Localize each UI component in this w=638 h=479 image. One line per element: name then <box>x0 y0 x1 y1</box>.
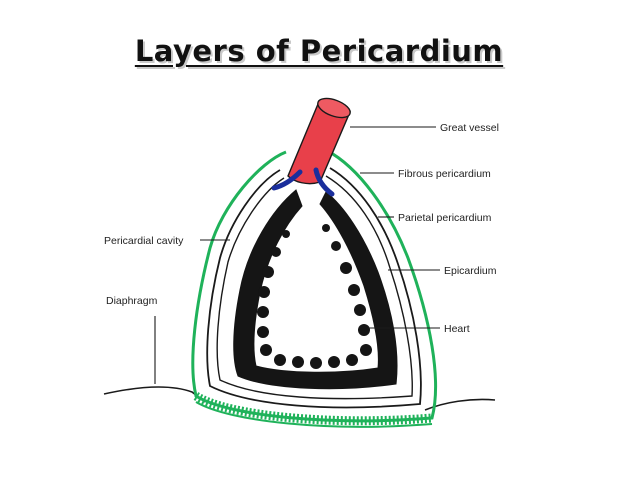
great-vessel-opening <box>317 97 351 119</box>
fibrous-base-hatch <box>193 392 433 426</box>
heart-trabeculae <box>257 224 372 369</box>
vessel-reflection-right <box>313 167 335 197</box>
parietal-pericardium-layer <box>206 167 422 409</box>
leader-lines <box>154 126 440 384</box>
slide-title: Layers of Pericardium <box>134 34 504 68</box>
heart-chamber <box>260 212 372 365</box>
label-great-vessel: Great vessel <box>440 122 499 134</box>
label-epicardium: Epicardium <box>444 265 497 277</box>
label-heart: Heart <box>444 323 470 335</box>
fibrous-pericardium-layer <box>191 148 438 423</box>
diaphragm-line-right <box>424 398 496 411</box>
diaphragm-line <box>103 386 206 403</box>
label-fibrous-pericardium: Fibrous pericardium <box>398 168 491 180</box>
label-parietal-pericardium: Parietal pericardium <box>398 212 492 224</box>
vessel-reflection-left <box>271 169 303 191</box>
parietal-inner-line <box>216 175 413 400</box>
label-diaphragm: Diaphragm <box>106 295 158 307</box>
fibrous-base-outline <box>195 401 433 428</box>
label-pericardial-cavity: Pericardial cavity <box>104 235 184 247</box>
